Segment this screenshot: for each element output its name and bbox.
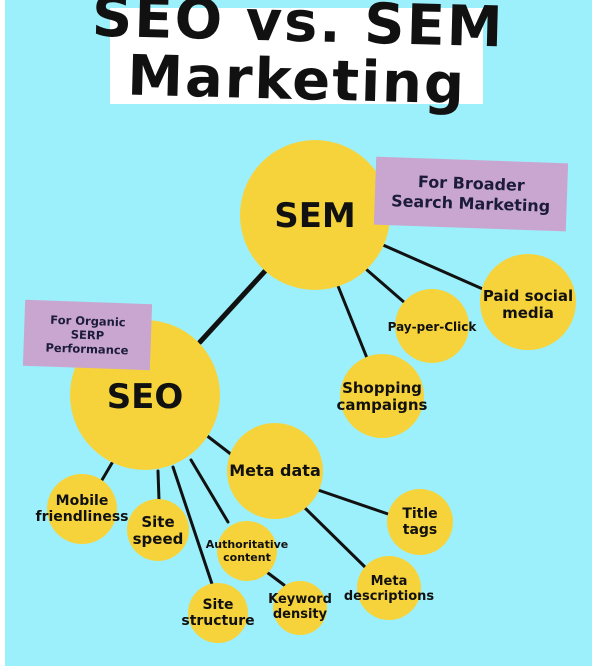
node-ppc-circle bbox=[395, 289, 469, 363]
node-meta-data-label: Meta data bbox=[229, 461, 321, 480]
connector-seo-site-speed bbox=[156, 469, 161, 502]
node-site-speed-circle bbox=[127, 499, 189, 561]
node-title-tags-label: Title tags bbox=[402, 506, 438, 538]
node-meta-data-circle bbox=[227, 423, 323, 519]
node-paid-social-label: Paid social media bbox=[482, 287, 574, 322]
node-mobile-circle bbox=[47, 474, 117, 544]
connector-authoritative-keyword bbox=[266, 571, 286, 587]
node-authoritative-label: Authoritative content bbox=[205, 538, 289, 564]
node-sem-label: SEM bbox=[274, 196, 356, 236]
node-site-speed-label: Site speed bbox=[132, 513, 184, 548]
connector-meta-title-tags bbox=[316, 488, 390, 516]
node-meta-descriptions-label: Meta descriptions bbox=[343, 574, 435, 604]
connector-seo-authoritative bbox=[189, 458, 230, 524]
connector-seo-mobile bbox=[100, 461, 114, 482]
connector-seo-site-structure bbox=[171, 465, 214, 586]
connector-sem-paid-social bbox=[381, 243, 487, 292]
node-authoritative-circle bbox=[217, 521, 277, 581]
node-mobile-label: Mobile friendliness bbox=[35, 493, 129, 525]
node-site-structure-circle bbox=[188, 583, 248, 643]
connector-lines bbox=[100, 243, 487, 587]
node-keyword-circle bbox=[273, 581, 327, 635]
node-sem-circle bbox=[240, 140, 390, 290]
node-ppc-label: Pay-per-Click bbox=[387, 320, 477, 334]
node-seo-label: SEO bbox=[106, 377, 184, 417]
node-paid-social-circle bbox=[480, 254, 576, 350]
node-shopping-circle bbox=[340, 354, 424, 438]
node-keyword-label: Keyword density bbox=[268, 592, 332, 622]
node-shopping-label: Shopping campaigns bbox=[336, 379, 428, 414]
connector-meta-descriptions bbox=[303, 506, 368, 570]
connector-sem-seo bbox=[197, 267, 269, 345]
sem-tag: For Broader Search Marketing bbox=[373, 156, 569, 232]
node-title-tags-circle bbox=[387, 489, 453, 555]
seo-tag: For Organic SERP Performance bbox=[22, 299, 153, 371]
node-site-structure-label: Site structure bbox=[181, 597, 255, 629]
connector-sem-ppc bbox=[365, 268, 407, 305]
title-box bbox=[110, 8, 483, 104]
node-meta-descriptions-circle bbox=[357, 556, 421, 620]
connector-seo-meta-data bbox=[204, 433, 234, 457]
connector-sem-shopping bbox=[336, 284, 369, 360]
